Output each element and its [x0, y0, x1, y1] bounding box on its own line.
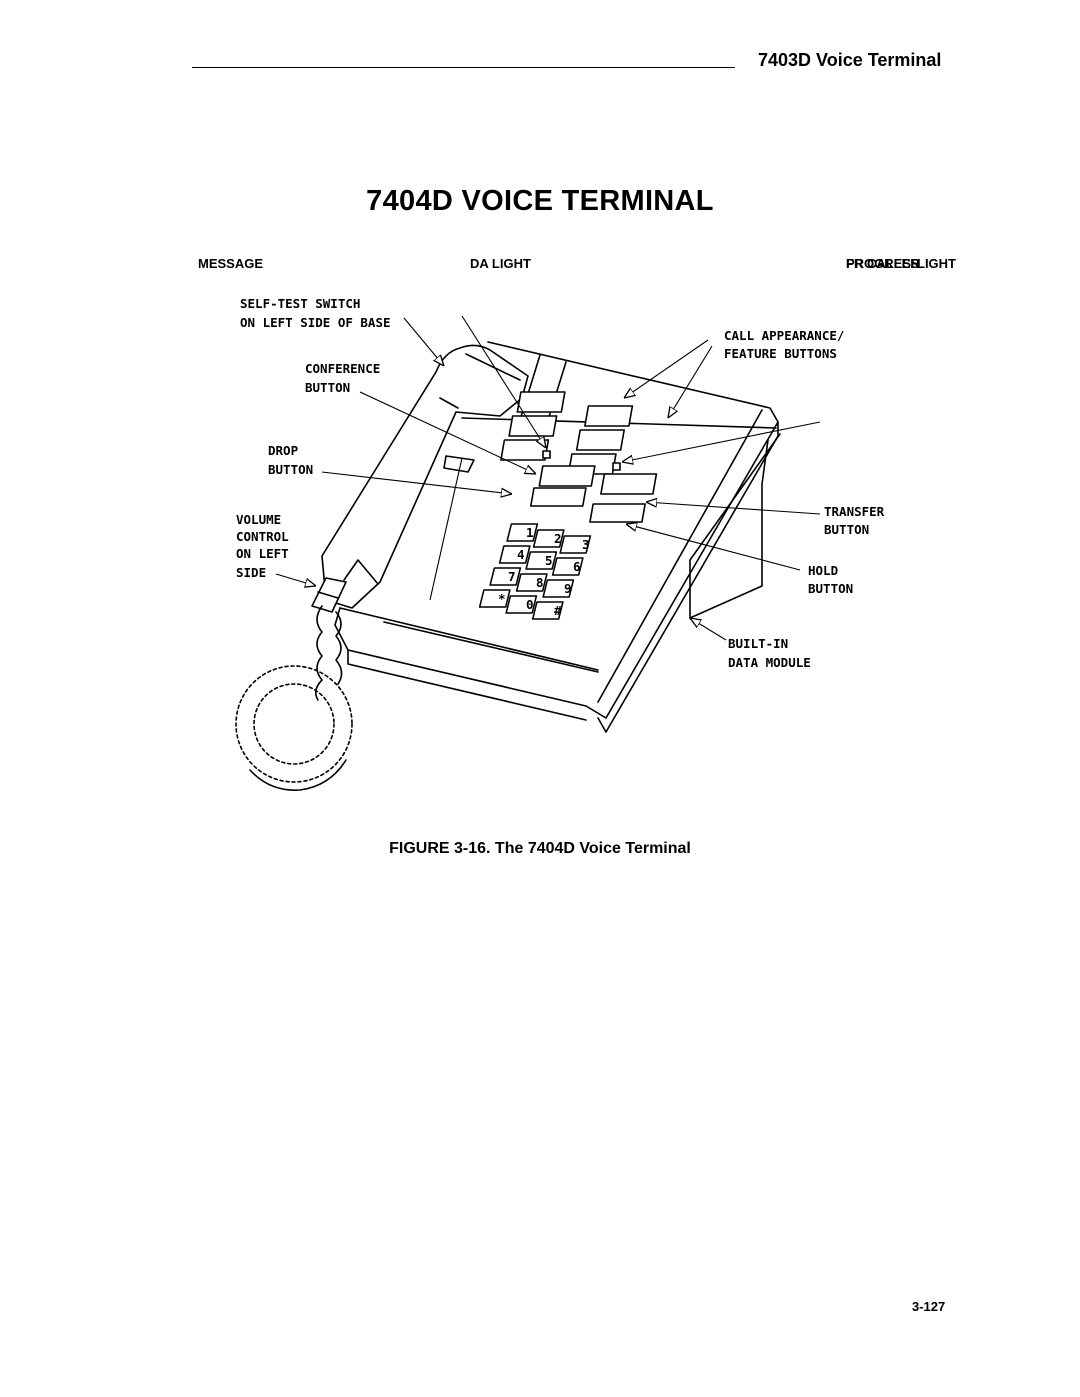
key-4: 4	[517, 547, 525, 562]
label-light: LIGHT	[917, 256, 956, 271]
callout-volume-1: VOLUME	[236, 512, 281, 527]
label-progress-caller-light: PROGRESS FR CALLER LIGHT	[846, 256, 961, 272]
callout-self-test-2: ON LEFT SIDE OF BASE	[240, 315, 391, 330]
key-star: *	[498, 591, 506, 606]
callout-volume-4: SIDE	[236, 565, 266, 580]
callout-builtin-1: BUILT-IN	[728, 636, 788, 651]
coiled-cord	[235, 605, 353, 791]
callout-hold-1: HOLD	[808, 563, 838, 578]
key-2: 2	[554, 531, 562, 546]
feature-buttons	[500, 391, 658, 523]
running-header: 7403D Voice Terminal	[758, 50, 942, 70]
header-rule	[192, 67, 735, 68]
key-3: 3	[582, 537, 590, 552]
key-0: 0	[526, 597, 534, 612]
callout-transfer-1: TRANSFER	[824, 504, 885, 519]
label-da-light: DA LIGHT	[470, 256, 531, 271]
key-7: 7	[508, 569, 516, 584]
callout-transfer-2: BUTTON	[824, 522, 869, 537]
keypad: 1 2 3 4 5 6 7 8 9 * 0 #	[478, 523, 592, 620]
terminal-diagram: 1 2 3 4 5 6 7 8 9 * 0 #	[235, 296, 885, 791]
key-8: 8	[536, 575, 544, 590]
key-9: 9	[564, 581, 572, 596]
callout-builtin-2: DATA MODULE	[728, 655, 811, 670]
page-title: 7404D VOICE TERMINAL	[366, 185, 714, 217]
callout-hold-2: BUTTON	[808, 581, 853, 596]
callout-call-appearance-2: FEATURE BUTTONS	[724, 346, 837, 361]
volume-control	[311, 577, 347, 613]
label-message: MESSAGE	[198, 256, 264, 271]
callout-drop-1: DROP	[268, 443, 298, 458]
callout-labels: SELF-TEST SWITCH ON LEFT SIDE OF BASE CO…	[236, 296, 885, 670]
callout-volume-3: ON LEFT	[236, 546, 289, 561]
page-number: 3-127	[912, 1299, 946, 1314]
label-progress: PROGRESS	[846, 256, 920, 271]
message-light	[542, 450, 551, 459]
callout-self-test-1: SELF-TEST SWITCH	[240, 296, 360, 311]
handset	[321, 344, 529, 609]
callout-volume-2: CONTROL	[236, 529, 289, 544]
key-6: 6	[573, 559, 581, 574]
key-1: 1	[526, 525, 534, 540]
progress-light	[612, 462, 621, 471]
callout-call-appearance-1: CALL APPEARANCE/	[724, 328, 844, 343]
label-fr-caller: FR CALLER	[846, 256, 920, 271]
leader-lines	[275, 315, 821, 641]
callout-conference-1: CONFERENCE	[305, 361, 380, 376]
figure-caption: FIGURE 3-16. The 7404D Voice Terminal	[389, 840, 691, 857]
callout-drop-2: BUTTON	[268, 462, 313, 477]
key-5: 5	[545, 553, 553, 568]
key-pound: #	[554, 603, 562, 618]
callout-conference-2: BUTTON	[305, 380, 350, 395]
